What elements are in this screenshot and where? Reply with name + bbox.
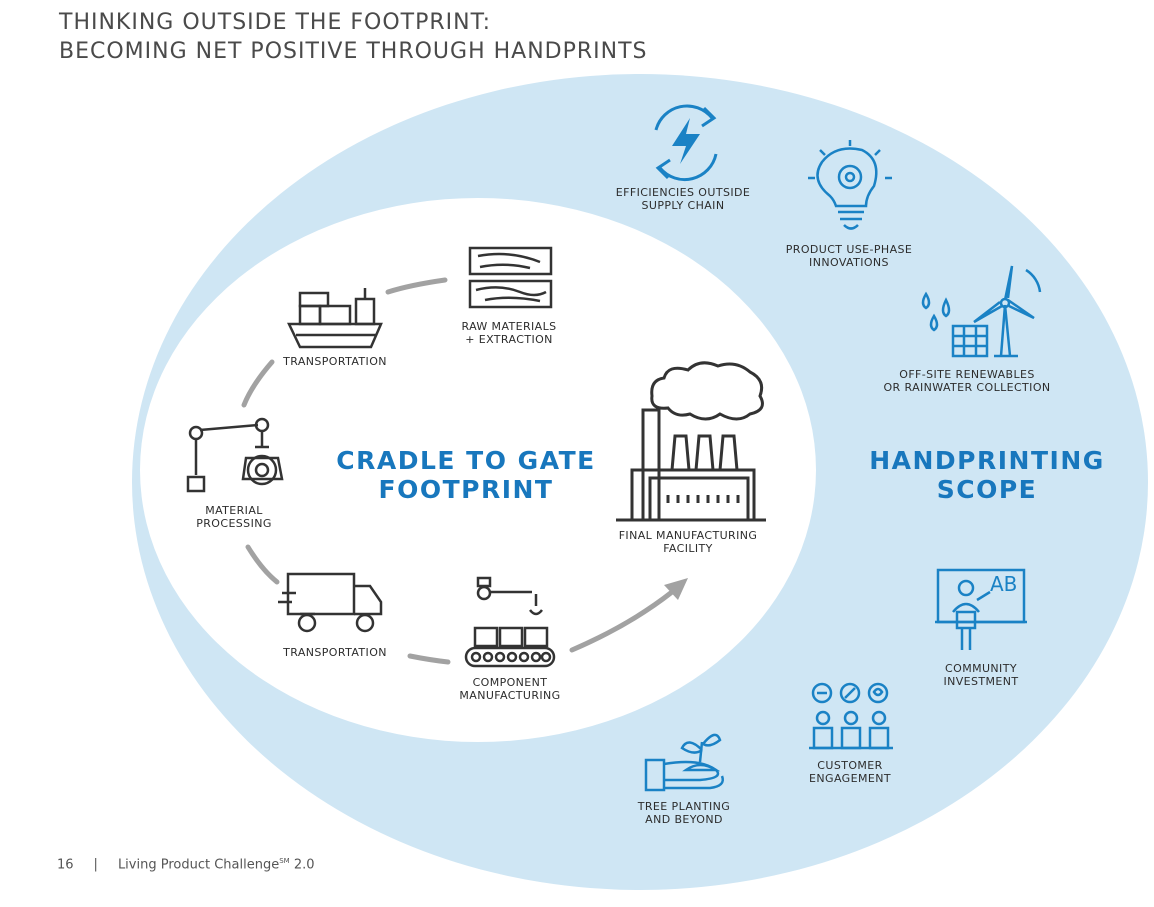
material-processing-label-line-1: MATERIAL [205,504,263,517]
cradle-to-gate-heading: CRADLE TO GATE FOOTPRINT [336,446,595,504]
lightning-cycle-icon [654,104,718,182]
component-manufacturing-label-line-1: COMPONENT [472,676,548,689]
title-line-1: THINKING OUTSIDE THE FOOTPRINT: [59,10,492,35]
lightbulb-gear-icon [808,140,892,230]
handprint-heading-line-1: HANDPRINTING [869,446,1105,475]
svg-text:AB: AB [990,572,1017,596]
product-use-phase-label-line-1: PRODUCT USE-PHASE [785,243,913,256]
publication-version: 2.0 [293,857,315,873]
transportation-truck-label-line-1: TRANSPORTATION [283,646,387,659]
page-number: 16 [57,857,74,873]
page-title: THINKING OUTSIDE THE FOOTPRINT: BECOMING… [59,8,648,66]
raw-materials-label-line-1: RAW MATERIALS [461,320,557,333]
efficiencies-label-line-2: SUPPLY CHAIN [641,199,725,212]
title-line-2: BECOMING NET POSITIVE THROUGH HANDPRINTS [59,39,648,64]
efficiencies-label: EFFICIENCIES OUTSIDE SUPPLY CHAIN [616,186,750,212]
arrow-processing-to-truck [245,544,280,585]
transportation-ship-label-line-1: TRANSPORTATION [283,355,387,368]
conveyor-belt-icon [464,576,556,668]
community-label-line-1: COMMUNITY [945,662,1017,675]
renewables-label: OFF-SITE RENEWABLES OR RAINWATER COLLECT… [883,368,1050,394]
material-processing-label: MATERIAL PROCESSING [196,504,272,530]
component-manufacturing-label: COMPONENT MANUFACTURING [459,676,560,702]
arrow-head [664,578,688,600]
renewables-label-line-2: OR RAINWATER COLLECTION [883,381,1051,394]
cradle-heading-line-2: FOOTPRINT [378,475,554,504]
delivery-truck-icon [278,572,383,633]
transportation-ship-label: TRANSPORTATION [283,355,387,368]
arrow-truck-to-component [407,653,451,665]
wind-solar-water-icon [921,265,1042,358]
tree-planting-label: TREE PLANTING AND BEYOND [638,800,730,826]
people-feedback-icon [809,682,893,750]
publication-name: Living Product Challenge [117,857,280,873]
renewables-label-line-1: OFF-SITE RENEWABLES [899,368,1035,381]
tree-planting-label-line-1: TREE PLANTING [637,800,731,813]
raw-materials-label: RAW MATERIALS + EXTRACTION [461,320,556,346]
transportation-truck-label: TRANSPORTATION [283,646,387,659]
flow-arrows [241,277,675,665]
efficiencies-label-line-1: EFFICIENCIES OUTSIDE [615,186,751,199]
customer-label: CUSTOMER ENGAGEMENT [809,759,891,785]
product-use-phase-label: PRODUCT USE-PHASE INNOVATIONS [786,243,912,269]
customer-label-line-1: CUSTOMER [817,759,883,772]
factory-icon [616,361,766,522]
page-footer: 16 | Living Product ChallengeSM 2.0 [57,857,315,872]
final-manufacturing-label: FINAL MANUFACTURING FACILITY [619,529,758,555]
wood-planks-icon [468,246,553,309]
material-processing-label-line-2: PROCESSING [196,517,272,530]
tree-planting-label-line-2: AND BEYOND [645,813,723,826]
arrow-component-to-final [569,589,675,653]
hand-sprout-icon [644,733,724,792]
raw-materials-label-line-2: + EXTRACTION [465,333,553,346]
customer-label-line-2: ENGAGEMENT [809,772,891,785]
community-label: COMMUNITY INVESTMENT [943,662,1018,688]
robotic-arm-gear-icon [186,417,284,493]
service-mark: SM [279,857,290,865]
handprinting-scope-heading: HANDPRINTING SCOPE [869,446,1105,504]
final-manufacturing-label-line-2: FACILITY [663,542,713,555]
final-manufacturing-label-line-1: FINAL MANUFACTURING [618,529,758,542]
handprint-heading-line-2: SCOPE [936,475,1038,504]
product-use-phase-label-line-2: INNOVATIONS [809,256,889,269]
footer-separator: | [93,857,98,873]
cargo-ship-icon [287,288,383,349]
cradle-heading-line-1: CRADLE TO GATE [336,446,596,475]
component-manufacturing-label-line-2: MANUFACTURING [459,689,561,702]
community-label-line-2: INVESTMENT [943,675,1019,688]
arrow-ship-to-processing [241,359,275,408]
arrow-raw-to-ship [385,277,448,295]
teacher-board-icon: AB [935,568,1027,650]
